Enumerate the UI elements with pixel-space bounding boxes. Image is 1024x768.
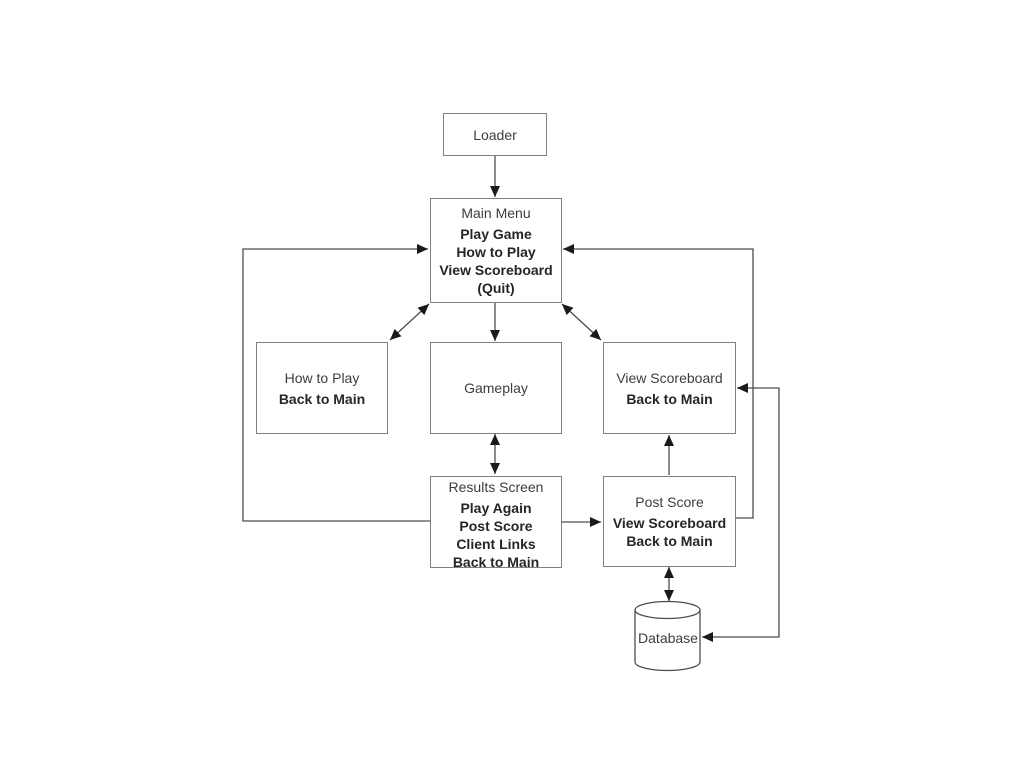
menu-item-list: Back to Main bbox=[626, 390, 712, 408]
menu-item: View Scoreboard bbox=[612, 515, 727, 531]
menu-item: Back to Main bbox=[626, 390, 713, 407]
menu-item: Back to Main bbox=[626, 533, 713, 549]
node-how-to-play: How to Play Back to Main bbox=[256, 342, 388, 434]
database-cylinder-shape bbox=[634, 600, 701, 672]
node-database-label: Database bbox=[638, 630, 698, 646]
menu-item: Play Game bbox=[460, 226, 532, 242]
node-results-screen: Results Screen Play Again Post Score Cli… bbox=[430, 476, 562, 571]
menu-item: Back to Main bbox=[452, 554, 540, 570]
connector-results-to-main-menu bbox=[242, 244, 430, 522]
node-title: How to Play bbox=[284, 369, 360, 386]
menu-item: Play Again bbox=[460, 500, 532, 516]
connector-main-menu-how-to-play bbox=[389, 303, 430, 341]
node-post-score: Post Score View Scoreboard Back to Main bbox=[603, 476, 736, 567]
node-title: Loader bbox=[473, 126, 517, 143]
menu-item: View Scoreboard bbox=[439, 262, 553, 278]
menu-item-list: Play Again Post Score Client Links Back … bbox=[453, 499, 539, 571]
menu-item: (Quit) bbox=[477, 280, 515, 296]
menu-item: Back to Main bbox=[278, 390, 366, 407]
menu-item: How to Play bbox=[456, 244, 536, 260]
node-title: View Scoreboard bbox=[616, 369, 723, 386]
node-title: Results Screen bbox=[448, 479, 544, 495]
menu-item: Post Score bbox=[459, 518, 533, 534]
node-main-menu: Main Menu Play Game How to Play View Sco… bbox=[430, 198, 562, 303]
connector-main-menu-view-scoreboard bbox=[561, 303, 602, 341]
connector-view-scoreboard-database bbox=[702, 383, 780, 642]
node-title: Gameplay bbox=[464, 380, 528, 396]
node-title: Main Menu bbox=[461, 205, 531, 221]
node-title: Post Score bbox=[635, 494, 704, 510]
node-loader: Loader bbox=[443, 113, 547, 156]
menu-item-list: Play Game How to Play View Scoreboard (Q… bbox=[439, 225, 552, 297]
node-gameplay: Gameplay bbox=[430, 342, 562, 434]
menu-item: Client Links bbox=[456, 536, 536, 552]
node-view-scoreboard: View Scoreboard Back to Main bbox=[603, 342, 736, 434]
menu-item-list: Back to Main bbox=[279, 390, 365, 408]
menu-item-list: View Scoreboard Back to Main bbox=[613, 514, 726, 550]
